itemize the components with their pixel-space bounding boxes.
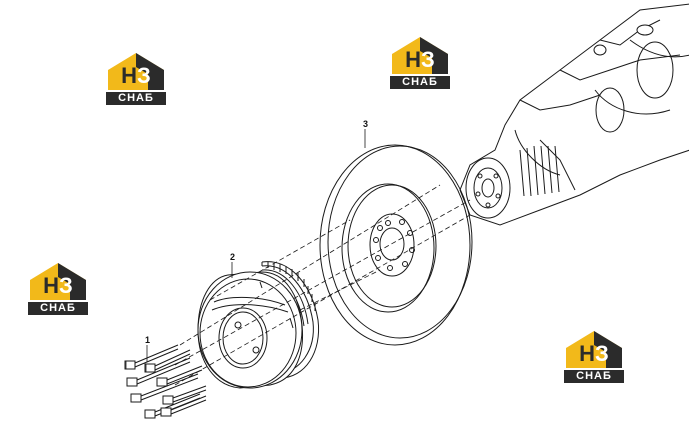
watermark-logo: НЗ СНАБ: [104, 50, 168, 106]
watermark-logo: НЗ СНАБ: [26, 260, 90, 316]
callout-3: 3: [363, 119, 368, 129]
house-icon: [566, 331, 622, 368]
assembly-axes: [174, 184, 471, 386]
logo-caption: СНАБ: [390, 76, 450, 89]
watermark-logo: НЗ СНАБ: [388, 34, 452, 90]
logo-letter-z: З: [59, 273, 73, 298]
logo-letter-z: З: [595, 341, 609, 366]
house-icon: [30, 263, 86, 300]
logo-letter-n: Н: [579, 341, 596, 366]
logo-letter-n: Н: [121, 63, 138, 88]
logo-letter-n: Н: [43, 273, 60, 298]
logo-letter-z: З: [137, 63, 151, 88]
house-icon: [392, 37, 448, 74]
watermark-logo: НЗ СНАБ: [562, 328, 626, 384]
logo-letter-z: З: [421, 47, 435, 72]
house-icon: [108, 53, 164, 90]
callout-2: 2: [230, 252, 235, 262]
damper-disc: [319, 144, 473, 346]
callouts: 1 2 3: [145, 119, 368, 362]
bolts: [124, 344, 207, 419]
logo-caption: СНАБ: [28, 302, 88, 315]
crankshaft-pulley: [197, 261, 320, 389]
crankshaft: [459, 3, 689, 226]
logo-caption: СНАБ: [564, 370, 624, 383]
logo-caption: СНАБ: [106, 92, 166, 105]
callout-1: 1: [145, 335, 150, 345]
logo-letter-n: Н: [405, 47, 422, 72]
